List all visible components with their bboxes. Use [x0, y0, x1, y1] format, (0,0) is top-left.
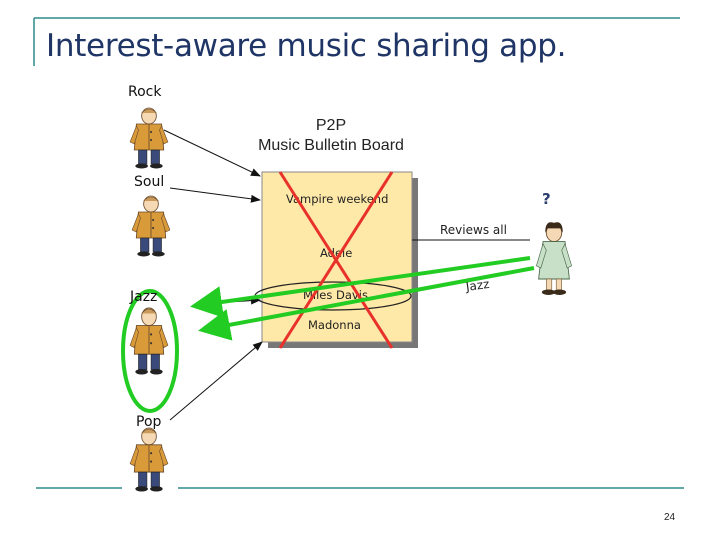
user-soul-figure	[131, 195, 171, 258]
user-soul-label: Soul	[134, 174, 165, 190]
arrow-soul-to-board	[169, 187, 261, 203]
board-item-vampire-weekend: Vampire weekend	[286, 192, 389, 206]
arrow-rock-to-board	[163, 129, 261, 177]
user-jazz-label: Jazz	[130, 289, 158, 305]
reviewer-question-mark: ?	[542, 190, 551, 208]
green-arrow-lower	[198, 266, 535, 341]
user-pop-figure	[129, 427, 169, 493]
jazz-user-highlight	[121, 289, 179, 413]
reviews-all-label: Reviews all	[440, 223, 507, 237]
reviewer-figure	[535, 221, 573, 296]
user-rock-label: Rock	[128, 84, 162, 100]
user-rock-figure	[129, 107, 169, 170]
arrow-pop-to-board	[169, 341, 263, 421]
board-title-line2: Music Bulletin Board	[258, 137, 404, 154]
user-pop-label: Pop	[136, 414, 162, 430]
user-jazz-figure	[129, 307, 169, 376]
page-number: 24	[664, 512, 676, 523]
board-item-miles-davis: Miles Davis	[303, 288, 368, 302]
cross-line-2	[278, 171, 394, 349]
board-title-line1: P2P	[315, 117, 347, 134]
green-arrow-upper	[190, 256, 531, 318]
page-title: Interest-aware music sharing app.	[46, 28, 567, 64]
board-item-madonna: Madonna	[308, 318, 361, 332]
